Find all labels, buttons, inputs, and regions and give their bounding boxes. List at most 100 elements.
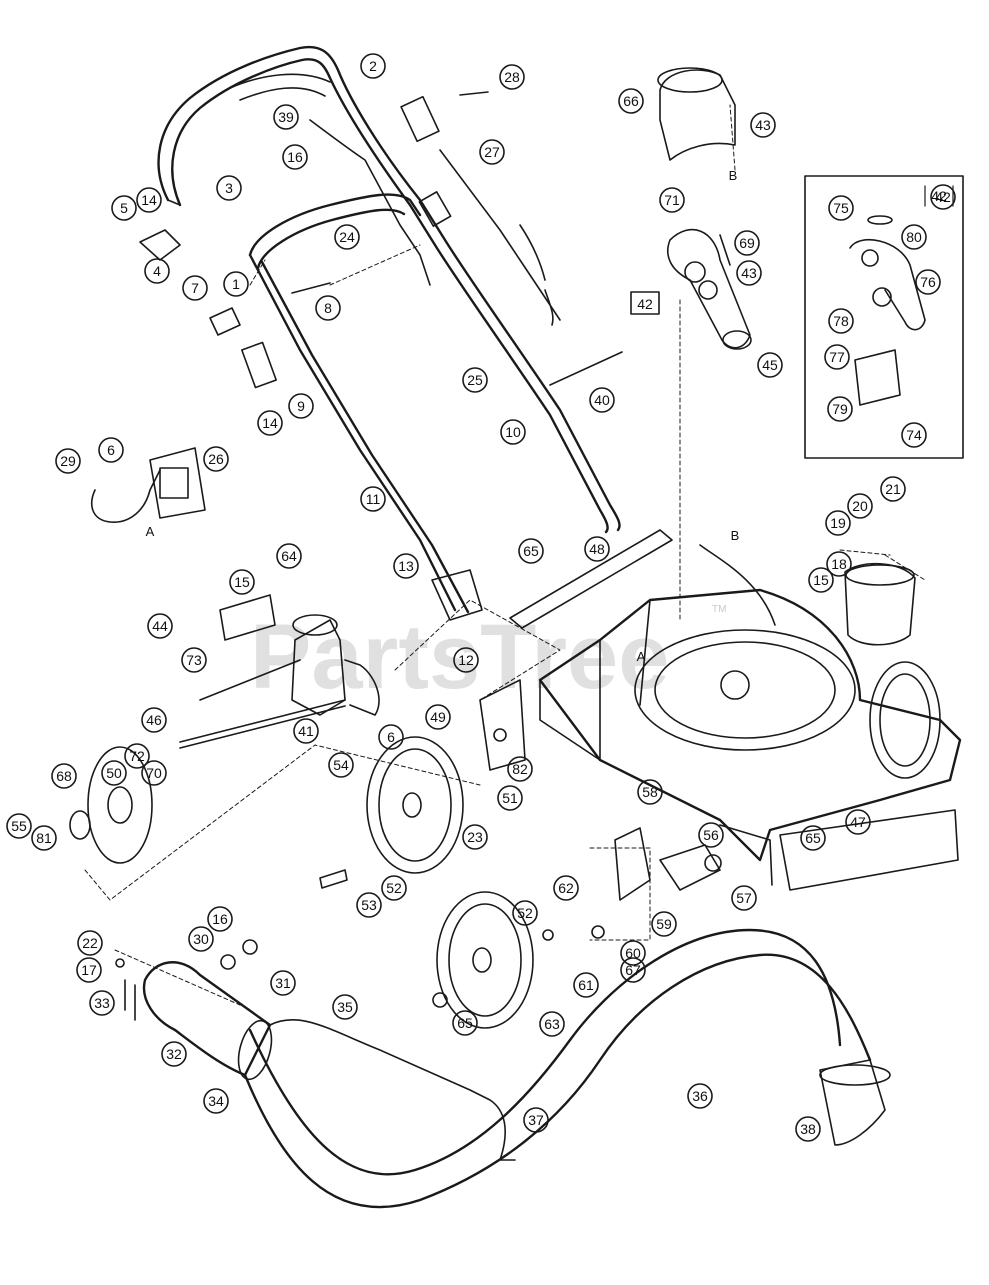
callout-44: 44 xyxy=(147,613,173,639)
callout-43: 43 xyxy=(750,112,776,138)
svg-text:30: 30 xyxy=(193,931,209,947)
svg-text:48: 48 xyxy=(589,541,605,557)
callout-33: 33 xyxy=(89,990,115,1016)
svg-text:67: 67 xyxy=(625,962,641,978)
svg-text:43: 43 xyxy=(755,117,771,133)
svg-text:34: 34 xyxy=(208,1093,224,1109)
svg-text:74: 74 xyxy=(906,427,922,443)
svg-text:31: 31 xyxy=(275,975,291,991)
callout-48: 48 xyxy=(584,536,610,562)
callout-25: 25 xyxy=(462,367,488,393)
svg-text:44: 44 xyxy=(152,618,168,634)
callout-1: 1 xyxy=(223,271,249,297)
callout-75: 75 xyxy=(828,195,854,221)
callout-69: 69 xyxy=(734,230,760,256)
svg-text:37: 37 xyxy=(528,1112,544,1128)
callout-61: 61 xyxy=(573,972,599,998)
svg-text:79: 79 xyxy=(832,401,848,417)
callout-6: 6 xyxy=(98,437,124,463)
svg-text:11: 11 xyxy=(366,491,381,507)
svg-text:81: 81 xyxy=(36,830,52,846)
callout-38: 38 xyxy=(795,1116,821,1142)
svg-text:36: 36 xyxy=(692,1088,708,1104)
callout-60: 60 xyxy=(620,940,646,966)
svg-text:42: 42 xyxy=(637,296,653,312)
svg-text:45: 45 xyxy=(762,357,778,373)
callout-67: 67 xyxy=(620,957,646,983)
svg-text:16: 16 xyxy=(287,149,303,165)
svg-text:2: 2 xyxy=(369,58,377,74)
svg-text:80: 80 xyxy=(906,229,922,245)
callout-82: 82 xyxy=(507,756,533,782)
svg-text:35: 35 xyxy=(337,999,353,1015)
callout-5: 5 xyxy=(111,195,137,221)
callout-70: 70 xyxy=(141,760,167,786)
svg-text:55: 55 xyxy=(11,818,27,834)
svg-text:6: 6 xyxy=(387,729,395,745)
callout-76: 76 xyxy=(915,269,941,295)
svg-text:68: 68 xyxy=(56,768,72,784)
svg-text:5: 5 xyxy=(120,200,128,216)
svg-text:51: 51 xyxy=(502,790,518,806)
callout-16: 16 xyxy=(207,906,233,932)
svg-text:78: 78 xyxy=(833,313,849,329)
svg-text:26: 26 xyxy=(208,451,224,467)
svg-text:14: 14 xyxy=(262,415,278,431)
svg-text:13: 13 xyxy=(398,558,414,574)
bracket-82 xyxy=(479,679,526,771)
callout-81: 81 xyxy=(31,825,57,851)
discharge-chute xyxy=(657,67,736,161)
callout-15: 15 xyxy=(808,567,834,593)
callout-39: 39 xyxy=(273,104,299,130)
svg-text:61: 61 xyxy=(578,977,594,993)
svg-text:4: 4 xyxy=(153,263,161,279)
svg-text:10: 10 xyxy=(505,424,521,440)
callout-22: 22 xyxy=(77,930,103,956)
svg-text:72: 72 xyxy=(129,748,145,764)
svg-text:16: 16 xyxy=(212,911,228,927)
callout-66: 66 xyxy=(618,88,644,114)
svg-text:66: 66 xyxy=(623,93,639,109)
callout-37: 37 xyxy=(523,1107,549,1133)
callout-50: 50 xyxy=(101,760,127,786)
svg-text:65: 65 xyxy=(805,830,821,846)
bag-32 xyxy=(142,961,516,1161)
boxed-label-42-main: 42 xyxy=(630,291,660,315)
bracket-18 xyxy=(844,562,916,646)
svg-text:50: 50 xyxy=(106,765,122,781)
svg-text:28: 28 xyxy=(504,69,520,85)
svg-text:12: 12 xyxy=(458,652,474,668)
callout-6: 6 xyxy=(378,724,404,750)
svg-text:58: 58 xyxy=(642,784,658,800)
callout-29: 29 xyxy=(55,448,81,474)
hose-36 xyxy=(243,928,891,1209)
callout-17: 17 xyxy=(76,957,102,983)
callout-63: 63 xyxy=(539,1011,565,1037)
svg-text:9: 9 xyxy=(297,398,305,414)
callout-27: 27 xyxy=(479,139,505,165)
letter-a-deck: A xyxy=(637,649,646,664)
svg-text:33: 33 xyxy=(94,995,110,1011)
callout-46: 46 xyxy=(141,707,167,733)
callout-31: 31 xyxy=(270,970,296,996)
callout-9: 9 xyxy=(288,393,314,419)
svg-text:56: 56 xyxy=(703,827,719,843)
letter-b-chute: B xyxy=(729,168,738,183)
svg-text:60: 60 xyxy=(625,945,641,961)
svg-text:54: 54 xyxy=(333,757,349,773)
callout-18: 18 xyxy=(826,551,852,577)
callout-40: 40 xyxy=(589,387,615,413)
callout-68: 68 xyxy=(51,763,77,789)
callout-72: 72 xyxy=(124,743,150,769)
svg-text:7: 7 xyxy=(191,280,199,296)
watermark-trademark: TM xyxy=(712,604,726,615)
mower-deck xyxy=(538,544,962,862)
callout-71: 71 xyxy=(659,187,685,213)
svg-text:59: 59 xyxy=(656,916,672,932)
svg-text:42: 42 xyxy=(931,188,947,204)
svg-text:42: 42 xyxy=(935,189,951,205)
callout-43: 43 xyxy=(736,260,762,286)
callout-65: 65 xyxy=(800,825,826,851)
svg-text:8: 8 xyxy=(324,300,332,316)
svg-text:40: 40 xyxy=(594,392,610,408)
